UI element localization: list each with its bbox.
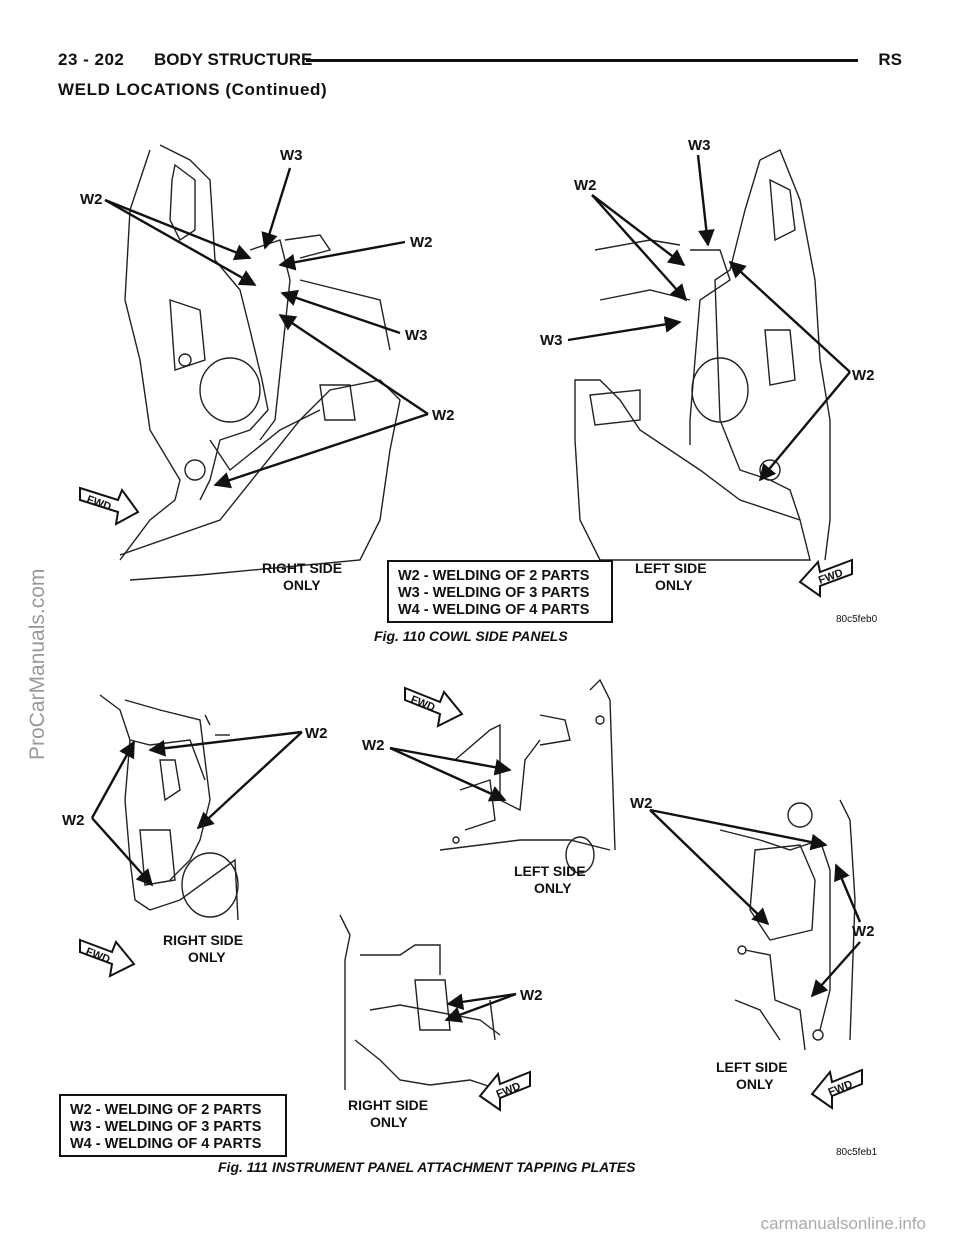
- fig110-caption: Fig. 110 COWL SIDE PANELS: [374, 628, 568, 644]
- fig111-fwd-arrow-4: FWD: [810, 1068, 863, 1110]
- watermark-left: ProCarManuals.com: [26, 568, 49, 760]
- header-rule: [306, 59, 858, 62]
- fig111-label-w2-f: W2: [520, 987, 543, 1004]
- fig111-drawing-left-side-a: [439, 678, 616, 874]
- fig110-image-code: 80c5feb0: [836, 614, 878, 625]
- fig111-label-w2-b: W2: [62, 812, 85, 829]
- fig111-label-w2-d: W2: [630, 795, 653, 812]
- section-title: BODY STRUCTURE: [154, 50, 313, 69]
- fig110-legend-w4: W4 - WELDING OF 4 PARTS: [398, 602, 590, 618]
- fig111-right-side-a-l1: RIGHT SIDE: [163, 932, 243, 948]
- fig111-labels: W2 W2 W2 W2 W2 W2: [62, 725, 875, 1004]
- fig110-drawing-left-side: [574, 149, 831, 561]
- fig110-label-w2-top-right: W2: [574, 177, 597, 194]
- fig111-image-code: 80c5feb1: [836, 1147, 878, 1158]
- svg-text:FWD: FWD: [817, 567, 845, 587]
- fig111-fwd-arrow-1: FWD: [404, 686, 464, 728]
- fig111-legend-w4: W4 - WELDING OF 4 PARTS: [70, 1136, 262, 1152]
- fig110-label-w3-top-left: W3: [280, 147, 303, 164]
- fig111-label-w2-e: W2: [852, 923, 875, 940]
- fig110-legend-w3: W3 - WELDING OF 3 PARTS: [398, 585, 590, 601]
- fig110-label-w2-right1: W2: [410, 234, 433, 251]
- page-header: 23 - 202 BODY STRUCTURE RS: [58, 50, 902, 69]
- fig110-left-side-l2: ONLY: [655, 577, 693, 593]
- fig111-left-side-b-l2: ONLY: [736, 1076, 774, 1092]
- fig111-caption: Fig. 111 INSTRUMENT PANEL ATTACHMENT TAP…: [218, 1159, 636, 1175]
- fig110-right-side-l1: RIGHT SIDE: [262, 560, 342, 576]
- fig110-label-w2-low: W2: [432, 407, 455, 424]
- page-number: 23 - 202: [58, 50, 125, 69]
- fig110-legend-w2: W2 - WELDING OF 2 PARTS: [398, 568, 590, 584]
- fig110-drawing-right-side: [119, 144, 401, 581]
- svg-text:FWD: FWD: [84, 946, 112, 967]
- page-subtitle: WELD LOCATIONS (Continued): [58, 80, 328, 99]
- fig111-legend-box: W2 - WELDING OF 2 PARTS W3 - WELDING OF …: [59, 1094, 287, 1157]
- fig111-fwd-arrow-2: FWD: [79, 938, 136, 978]
- fig111-right-side-b-l2: ONLY: [370, 1114, 408, 1130]
- fig111-label-w2-c: W2: [362, 737, 385, 754]
- fig110-labels: W3 W2 W2 W3 W2 W3 W2 W3 W2: [80, 137, 875, 424]
- fig110-label-w3-left: W3: [540, 332, 563, 349]
- fig110-label-w3-top-right: W3: [688, 137, 711, 154]
- fig111-label-w2-a: W2: [305, 725, 328, 742]
- fig110-leader-arrows: [104, 154, 851, 489]
- fig110-legend-box: W2 - WELDING OF 2 PARTS W3 - WELDING OF …: [387, 560, 613, 623]
- fig110-right-side-l2: ONLY: [283, 577, 321, 593]
- fig111-drawing-right-side-a: [99, 694, 239, 921]
- fig111-right-side-b-l1: RIGHT SIDE: [348, 1097, 428, 1113]
- fig111-legend-w3: W3 - WELDING OF 3 PARTS: [70, 1119, 262, 1135]
- fig111-left-side-b-l1: LEFT SIDE: [716, 1059, 788, 1075]
- fig111-fwd-arrow-3: FWD: [478, 1070, 531, 1112]
- fig110-fwd-arrow-right: FWD: [798, 558, 853, 598]
- fig111-right-side-a-l2: ONLY: [188, 949, 226, 965]
- fig111-left-side-a-l2: ONLY: [534, 880, 572, 896]
- svg-text:FWD: FWD: [409, 694, 437, 715]
- fig110-label-w3-mid: W3: [405, 327, 428, 344]
- fig111-leader-arrows: [90, 730, 862, 1023]
- fig111-left-side-a-l1: LEFT SIDE: [514, 863, 586, 879]
- fig110-fwd-arrow-left: FWD: [79, 486, 140, 526]
- fig110-label-w2-far-right: W2: [852, 367, 875, 384]
- watermark-bottom: carmanualsonline.info: [760, 1214, 926, 1233]
- fig110-left-side-l1: LEFT SIDE: [635, 560, 707, 576]
- model-code: RS: [878, 50, 902, 69]
- fig111-legend-w2: W2 - WELDING OF 2 PARTS: [70, 1102, 262, 1118]
- fig111-drawing-right-side-b: [339, 914, 501, 1091]
- fig110-label-w2-left: W2: [80, 191, 103, 208]
